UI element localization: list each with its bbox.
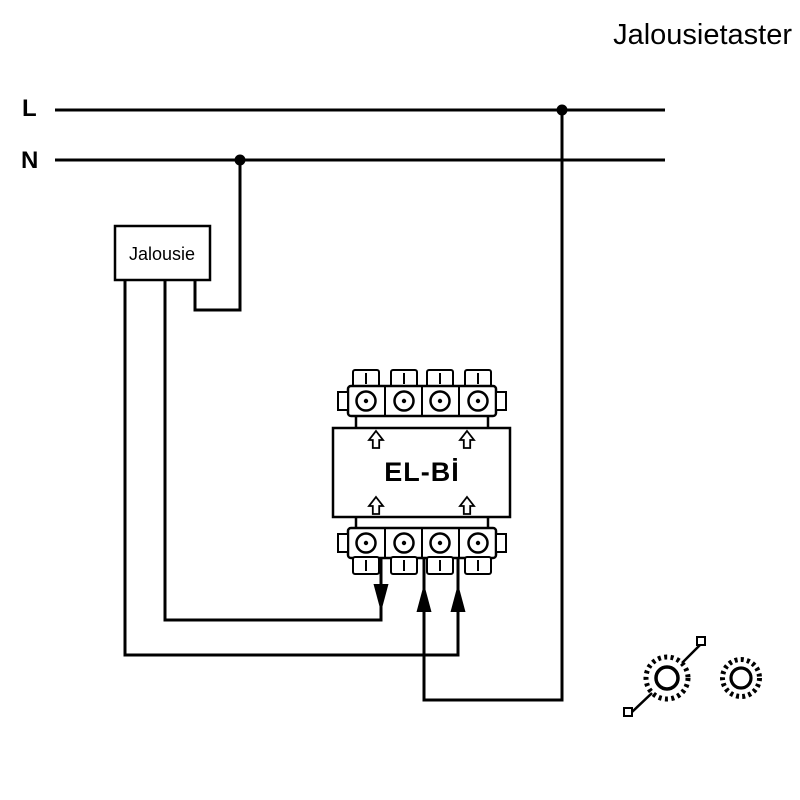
page-title: Jalousietaster (613, 19, 792, 51)
rotary-switch-symbol (623, 636, 762, 717)
knob-inner-ring-icon (729, 666, 753, 690)
arrow-up-icon (450, 584, 466, 612)
bottom-terminal-tabs (352, 556, 492, 575)
jalousie-box-label: Jalousie (129, 244, 195, 264)
arrow-up-icon (416, 584, 432, 612)
neutral-wire-to-jalousie (193, 160, 242, 312)
neutral-line-label: N (21, 147, 38, 174)
device-body (331, 426, 512, 519)
knurled-knob-outer-ring-icon (643, 654, 691, 702)
switch-mechanism: EL-Bİ (331, 369, 512, 575)
arrow-down-icon (373, 584, 389, 612)
lever-end-square-icon (623, 707, 633, 717)
jalousie-box-outline (113, 224, 212, 282)
wires (123, 110, 564, 702)
live-line-label: L (22, 95, 37, 122)
lever-upper-line (681, 643, 702, 664)
top-terminal-tabs (352, 369, 492, 388)
jalousie-box: Jalousie (113, 224, 212, 282)
power-lines: L N (21, 95, 665, 174)
bottom-terminal-strip (337, 526, 507, 560)
lever-lower-line (631, 692, 653, 713)
device-brand-label: EL-Bİ (384, 457, 460, 487)
live-feed-wire (422, 110, 564, 702)
knurled-knob-outer-ring-icon (720, 657, 762, 699)
orientation-arrow-up-icon (367, 429, 476, 515)
knob-inner-ring-icon (654, 665, 680, 691)
lever-end-square-icon (696, 636, 706, 646)
top-terminal-strip (337, 384, 507, 418)
